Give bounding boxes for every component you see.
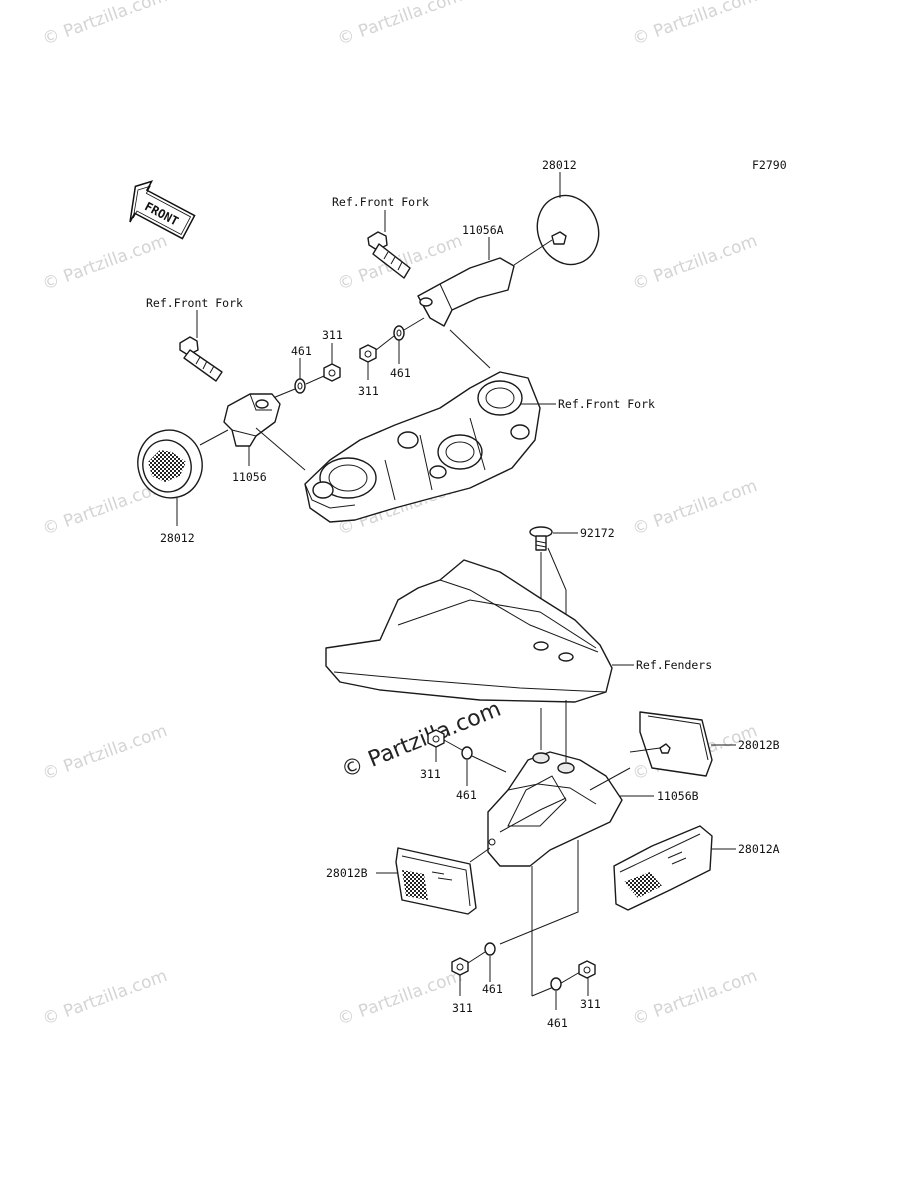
- nut-311: [578, 960, 596, 979]
- bracket-11056a: [417, 257, 515, 327]
- watermark: © Partzilla.com: [40, 0, 170, 50]
- leader-line: [471, 755, 507, 773]
- reflector-28012b-right: [629, 711, 713, 777]
- part-number-label: 461: [482, 982, 503, 996]
- washer-461: [484, 942, 496, 956]
- diagram-code: F2790: [752, 158, 787, 172]
- watermark: © Partzilla.com: [630, 231, 760, 295]
- watermark: © Partzilla.com: [40, 231, 170, 295]
- part-number-label: 311: [452, 1001, 473, 1015]
- part-number-label: 11056A: [462, 223, 504, 237]
- leader-line: [467, 951, 486, 964]
- reflector-28012a: [613, 825, 713, 911]
- reflector-28012b-left: [395, 847, 477, 915]
- leader-line: [513, 239, 553, 266]
- fork-clamp-body: [304, 371, 541, 523]
- part-number-label: 311: [580, 997, 601, 1011]
- leader-line: [403, 317, 425, 331]
- washer-461: [550, 977, 562, 991]
- nut-311: [451, 957, 469, 976]
- rear-fender: [325, 559, 613, 703]
- nut-311: [359, 344, 377, 363]
- part-number-label: 461: [390, 366, 411, 380]
- part-number-label: 461: [547, 1016, 568, 1030]
- leader-line: [199, 429, 229, 446]
- leader-line: [540, 700, 567, 762]
- reflector-28012-left: [137, 429, 203, 499]
- part-number-label: 311: [322, 328, 343, 342]
- ref-front-fork-label: Ref.Front Fork: [332, 195, 429, 209]
- part-number-label: 92172: [580, 526, 615, 540]
- part-number-label: 28012B: [738, 738, 780, 752]
- part-number-label: 28012B: [326, 866, 368, 880]
- watermark: © Partzilla.com: [40, 721, 170, 785]
- leader-line: [255, 427, 306, 471]
- nut-311: [323, 363, 341, 382]
- part-number-label: 311: [358, 384, 379, 398]
- part-number-label: 28012: [542, 158, 577, 172]
- reflector-28012-top: [536, 194, 600, 266]
- watermark: © Partzilla.com: [630, 966, 760, 1030]
- watermark: © Partzilla.com: [40, 966, 170, 1030]
- leader-line: [305, 375, 325, 385]
- watermark: © Partzilla.com: [335, 0, 465, 50]
- part-number-label: 11056B: [657, 789, 699, 803]
- part-number-label: 28012A: [738, 842, 780, 856]
- watermark: © Partzilla.com: [630, 476, 760, 540]
- leader-line: [469, 847, 491, 863]
- ref-fenders-label: Ref.Fenders: [636, 658, 712, 672]
- front-fork-bolt-left: [179, 336, 223, 382]
- bracket-11056b: [487, 751, 623, 867]
- front-fork-bolt-top: [367, 231, 411, 279]
- ref-front-fork-label: Ref.Front Fork: [146, 296, 243, 310]
- watermark: © Partzilla.com: [630, 0, 760, 50]
- screw-92172: [529, 526, 553, 551]
- leader-line: [443, 739, 463, 751]
- bracket-11056: [223, 393, 281, 447]
- washer-461: [461, 746, 473, 760]
- leader-line: [589, 767, 631, 791]
- leader-line: [375, 335, 395, 351]
- ref-front-fork-label: Ref.Front Fork: [558, 397, 655, 411]
- nut-311: [427, 729, 445, 748]
- part-number-label: 28012: [160, 531, 195, 545]
- watermark: © Partzilla.com: [335, 966, 465, 1030]
- leader-line: [449, 329, 491, 369]
- leader-line: [499, 840, 579, 996]
- part-number-label: 11056: [232, 470, 267, 484]
- part-number-label: 311: [420, 767, 441, 781]
- washer-461: [393, 325, 405, 341]
- washer-461: [294, 378, 306, 394]
- part-number-label: 461: [456, 788, 477, 802]
- part-number-label: 461: [291, 344, 312, 358]
